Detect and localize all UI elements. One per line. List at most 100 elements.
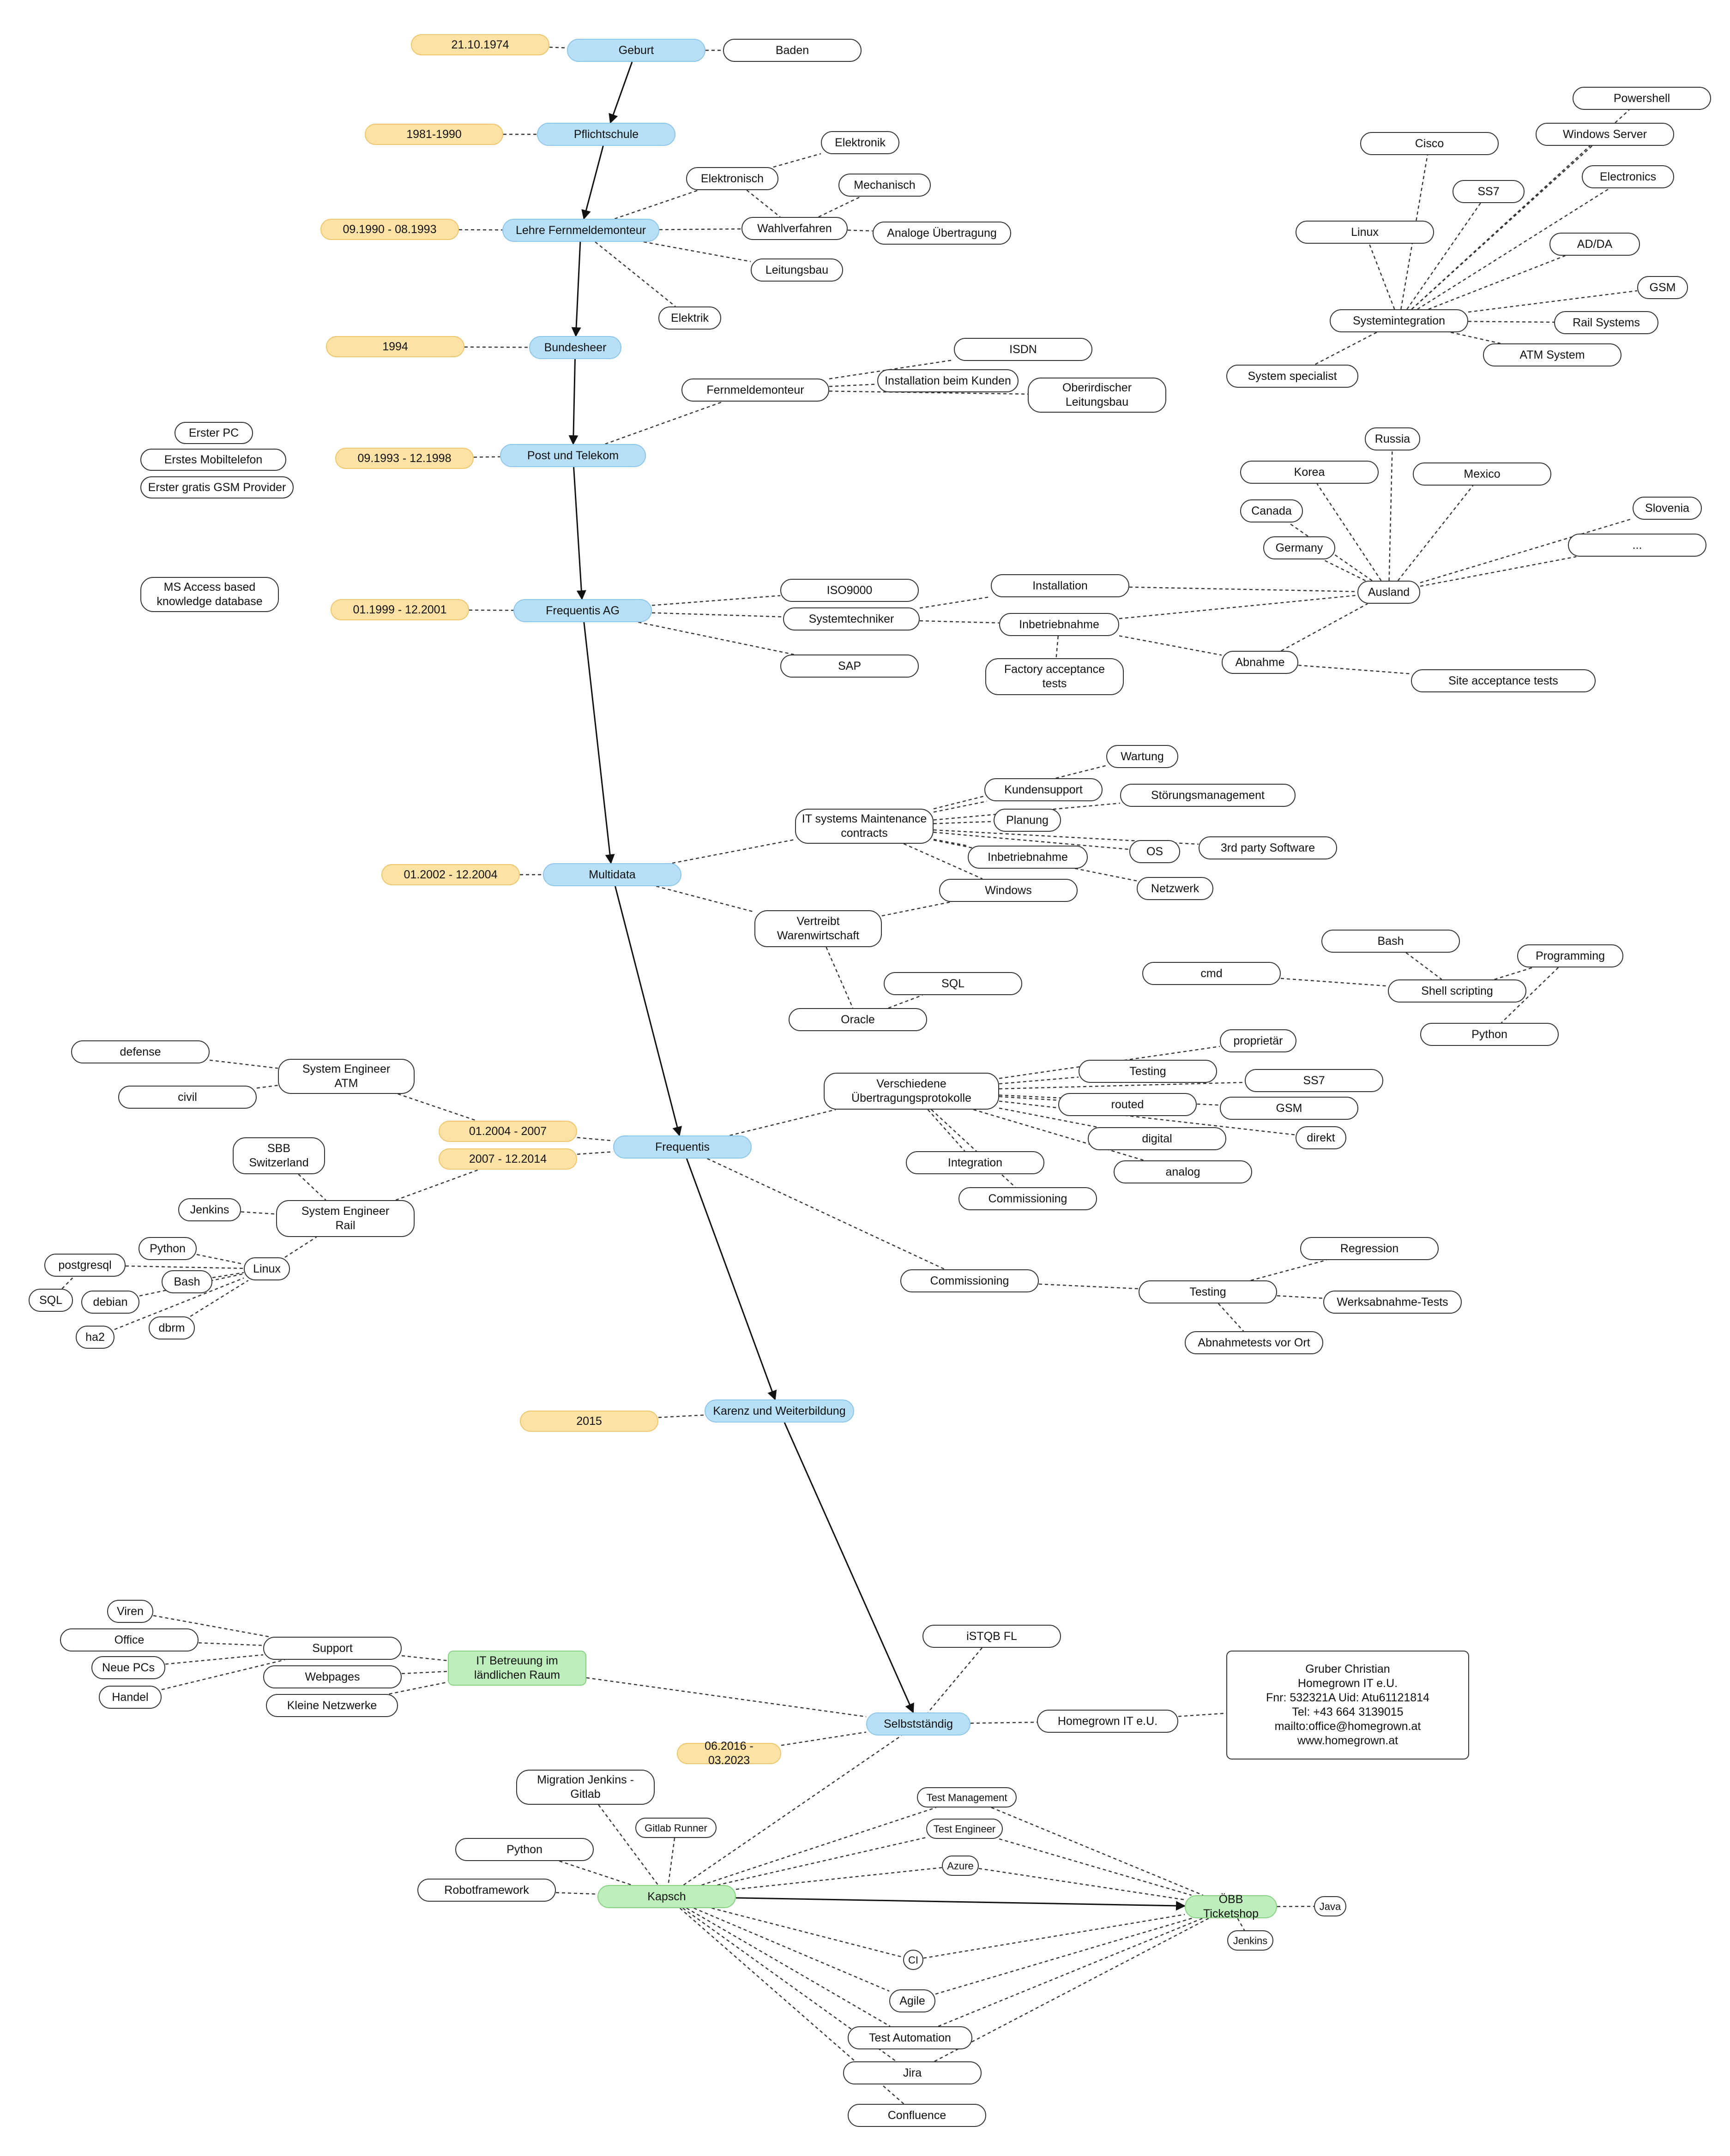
gitlab-runner-node[interactable]: Gitlab Runner [635,1818,717,1838]
stoerungsmanagement-node[interactable]: Störungsmanagement [1120,784,1296,807]
leitungsbau-node[interactable]: Leitungsbau [751,258,843,282]
system-engineer-atm-node[interactable]: System Engineer ATM [278,1059,415,1094]
java-node[interactable]: Java [1314,1896,1346,1916]
bash-node[interactable]: Bash [1321,930,1460,953]
frequentis-node[interactable]: Frequentis [613,1135,752,1159]
adda-node[interactable]: AD/DA [1549,233,1640,256]
digital-node[interactable]: digital [1088,1127,1226,1150]
integration-node[interactable]: Integration [906,1151,1044,1174]
mexico-node[interactable]: Mexico [1413,462,1551,486]
installation-node[interactable]: Installation [991,574,1129,597]
systemintegration-node[interactable]: Systemintegration [1330,309,1468,332]
system-specialist-node[interactable]: System specialist [1226,365,1358,388]
rail-systems-node[interactable]: Rail Systems [1554,311,1658,334]
russia-node[interactable]: Russia [1365,427,1420,450]
neue-pcs-node[interactable]: Neue PCs [91,1656,165,1679]
korea-node[interactable]: Korea [1240,461,1379,484]
erstes-mobiltelefon-node[interactable]: Erstes Mobiltelefon [140,449,286,471]
fernmeldemonteur-node[interactable]: Fernmeldemonteur [681,378,829,402]
os-node[interactable]: OS [1129,840,1180,863]
erster-gsm-provider-node[interactable]: Erster gratis GSM Provider [140,476,294,498]
civil-node[interactable]: civil [118,1086,257,1109]
ausland-node[interactable]: Ausland [1357,581,1420,604]
analog-node[interactable]: analog [1114,1160,1252,1183]
it-maintenance-node[interactable]: IT systems Maintenance contracts [795,809,934,844]
kundensupport-node[interactable]: Kundensupport [984,778,1103,801]
direkt-node[interactable]: direkt [1296,1126,1346,1149]
powershell-node[interactable]: Powershell [1573,87,1711,110]
robotframework-node[interactable]: Robotframework [417,1879,556,1902]
it-betreuung-node[interactable]: IT Betreuung im ländlichen Raum [448,1651,586,1686]
test-management-node[interactable]: Test Management [917,1787,1017,1808]
ss7-node[interactable]: SS7 [1453,180,1525,203]
inbetriebnahme-multidata-node[interactable]: Inbetriebnahme [968,846,1088,869]
testing-protokolle-node[interactable]: Testing [1079,1060,1217,1083]
testing-node[interactable]: Testing [1139,1280,1277,1303]
python-node[interactable]: Python [1420,1023,1559,1046]
abnahmetests-vor-ort-node[interactable]: Abnahmetests vor Ort [1185,1331,1323,1354]
erster-pc-node[interactable]: Erster PC [175,422,253,444]
oberirdischer-leitungsbau-node[interactable]: Oberirdischer Leitungsbau [1028,378,1166,413]
python-rail-node[interactable]: Python [139,1237,197,1260]
azure-node[interactable]: Azure [942,1856,979,1876]
slovenia-node[interactable]: Slovenia [1633,497,1702,520]
office-node[interactable]: Office [60,1628,199,1652]
migration-jenkins-gitlab-node[interactable]: Migration Jenkins - Gitlab [516,1770,655,1805]
homegrown-it-node[interactable]: Homegrown IT e.U. [1037,1710,1178,1733]
multidata-node[interactable]: Multidata [543,863,681,886]
support-node[interactable]: Support [263,1637,402,1660]
vertreibt-warenwirtschaft-node[interactable]: Vertreibt Warenwirtschaft [754,910,882,947]
postgresql-node[interactable]: postgresql [44,1254,126,1277]
iso9000-node[interactable]: ISO9000 [780,579,919,602]
mechanisch-node[interactable]: Mechanisch [838,174,931,197]
jenkins-kapsch-node[interactable]: Jenkins [1227,1930,1273,1951]
dbrm-node[interactable]: dbrm [149,1316,195,1339]
selbststaendig-node[interactable]: Selbstständig [866,1712,970,1736]
sql-rail-node[interactable]: SQL [29,1289,73,1312]
isdn-node[interactable]: ISDN [954,338,1092,361]
jenkins-rail-node[interactable]: Jenkins [178,1198,241,1221]
wartung-node[interactable]: Wartung [1106,745,1178,768]
planung-node[interactable]: Planung [994,809,1061,832]
analoge-uebertragung-node[interactable]: Analoge Übertragung [873,222,1011,245]
factory-acceptance-node[interactable]: Factory acceptance tests [985,658,1124,695]
viren-node[interactable]: Viren [107,1600,153,1623]
windows-server-node[interactable]: Windows Server [1536,123,1674,146]
uebertragungsprotokolle-node[interactable]: Verschiedene Übertragungsprotokolle [824,1073,999,1110]
wahlverfahren-node[interactable]: Wahlverfahren [741,217,848,240]
ss7-protokolle-node[interactable]: SS7 [1245,1069,1383,1092]
proprietaer-node[interactable]: proprietär [1220,1029,1296,1052]
geburt-node[interactable]: Geburt [567,39,705,62]
sap-node[interactable]: SAP [780,655,919,678]
confluence-node[interactable]: Confluence [848,2104,986,2127]
debian-node[interactable]: debian [81,1291,139,1314]
atm-system-node[interactable]: ATM System [1483,343,1621,366]
test-engineer-node[interactable]: Test Engineer [926,1819,1003,1839]
routed-node[interactable]: routed [1058,1093,1197,1116]
elektrik-node[interactable]: Elektrik [658,306,721,330]
kleine-netzwerke-node[interactable]: Kleine Netzwerke [266,1694,398,1717]
shell-scripting-node[interactable]: Shell scripting [1388,979,1526,1003]
test-automation-node[interactable]: Test Automation [848,2026,972,2049]
germany-node[interactable]: Germany [1263,536,1335,559]
jira-node[interactable]: Jira [843,2061,982,2084]
pflichtschule-node[interactable]: Pflichtschule [537,123,675,146]
systemtechniker-node[interactable]: Systemtechniker [783,607,920,631]
gsm-node[interactable]: GSM [1637,276,1688,299]
oracle-node[interactable]: Oracle [789,1008,927,1031]
python-kapsch-node[interactable]: Python [455,1838,594,1861]
baden-node[interactable]: Baden [723,39,862,62]
cmd-node[interactable]: cmd [1142,962,1281,985]
frequentis-ag-node[interactable]: Frequentis AG [513,599,652,622]
commissioning-protokolle-node[interactable]: Commissioning [958,1187,1097,1210]
bundesheer-node[interactable]: Bundesheer [529,336,621,359]
defense-node[interactable]: defense [71,1040,210,1063]
cisco-node[interactable]: Cisco [1360,132,1499,155]
regression-node[interactable]: Regression [1300,1237,1439,1260]
handel-node[interactable]: Handel [99,1686,162,1709]
abnahme-node[interactable]: Abnahme [1222,651,1298,674]
windows-node[interactable]: Windows [939,879,1078,902]
post-und-telekom-node[interactable]: Post und Telekom [500,444,646,467]
lehre-node[interactable]: Lehre Fernmeldemonteur [502,219,659,242]
bash-rail-node[interactable]: Bash [162,1270,212,1293]
